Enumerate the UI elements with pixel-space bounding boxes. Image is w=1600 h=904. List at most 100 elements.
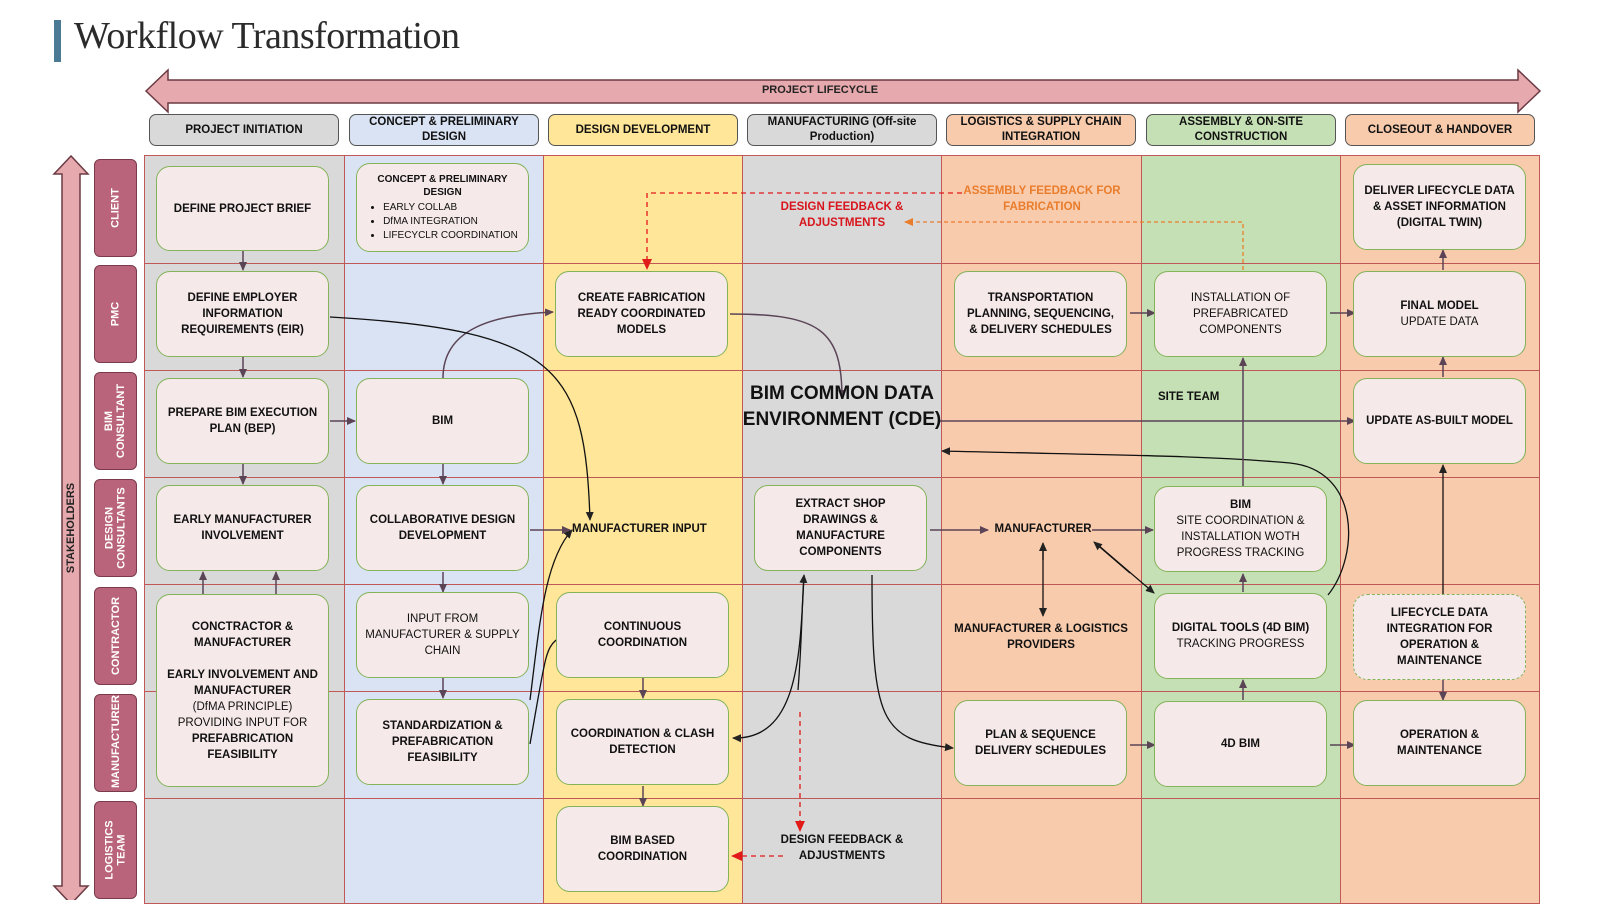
create-fabrication-models-box: CREATE FABRICATION READY COORDINATED MOD…: [555, 271, 728, 357]
connector: [329, 316, 594, 521]
final-model-box: FINAL MODEL UPDATE DATA: [1353, 271, 1526, 357]
digital-tools-box: DIGITAL TOOLS (4D BIM) TRACKING PROGRESS: [1154, 593, 1327, 679]
role-label: BIM CONSULTANT: [103, 383, 128, 459]
concept-box-item: EARLY COLLAB: [383, 201, 518, 215]
phase-manufacturing: MANUFACTURING (Off-site Production): [747, 114, 937, 146]
connector: [729, 313, 846, 399]
final-model-title: FINAL MODEL: [1400, 300, 1479, 312]
extract-shop-drawings-box: EXTRACT SHOP DRAWINGS & MANUFACTURE COMP…: [754, 485, 927, 571]
connector: [732, 575, 805, 743]
bim-site-coordination-box: BIM SITE COORDINATION & INSTALLATION WOT…: [1154, 486, 1327, 572]
concept-box-list: EARLY COLLAB DfMA INTEGRATION LIFECYCLR …: [367, 201, 518, 243]
stakeholders-label-wrap: STAKEHOLDERS: [59, 473, 83, 583]
assembly-feedback-connector: [904, 218, 1244, 270]
coordination-clash-detection-box: COORDINATION & CLASH DETECTION: [556, 699, 729, 785]
bim-site-title: BIM: [1229, 499, 1252, 511]
grid-line: [144, 477, 1540, 478]
phase-concept-design: CONCEPT & PRELIMINARY DESIGN: [349, 114, 539, 146]
manufacturer-label: MANUFACTURER: [994, 523, 1092, 535]
role-bim-consultant: BIM CONSULTANT: [94, 372, 137, 470]
title-accent-bar: [54, 20, 61, 62]
lifecycle-label: PROJECT LIFECYCLE: [761, 84, 879, 96]
concept-box-title: CONCEPT & PRELIMINARY DESIGN: [377, 173, 508, 198]
connector: [797, 574, 808, 691]
installation-prefabricated-box: INSTALLATION OF PREFABRICATED COMPONENTS: [1154, 271, 1327, 357]
role-label: PMC: [109, 301, 122, 327]
assembly-feedback-note: ASSEMBLY FEEDBACK FOR FABRICATION: [963, 185, 1121, 213]
contractor-manufacturer-box: CONCTRACTOR & MANUFACTURER EARLY INVOLVE…: [156, 594, 329, 787]
page-title: Workflow Transformation: [74, 15, 460, 57]
manufacturer-input-label: MANUFACTURER INPUT: [572, 523, 707, 535]
standardization-prefabrication-box: STANDARDIZATION & PREFABRICATION FEASIBI…: [356, 699, 529, 785]
phase-project-initiation: PROJECT INITIATION: [149, 114, 339, 146]
contractor-box-line: PREFABRICATION FEASIBILITY: [191, 732, 294, 761]
operation-maintenance-box: OPERATION & MAINTENANCE: [1353, 700, 1526, 786]
concept-box-item: LIFECYCLR COORDINATION: [383, 229, 518, 243]
digital-tools-title: DIGITAL TOOLS (4D BIM): [1171, 622, 1310, 634]
connector: [442, 308, 554, 379]
manufacturer-logistics-label: MANUFACTURER & LOGISTICS PROVIDERS: [954, 623, 1128, 651]
contractor-box-line: EARLY INVOLVEMENT AND MANUFACTURER: [167, 668, 318, 697]
early-manufacturer-involvement-box: EARLY MANUFACTURER INVOLVEMENT: [156, 485, 329, 571]
grid-line: [1340, 155, 1341, 904]
digital-tools-text: TRACKING PROGRESS: [1176, 638, 1305, 650]
grid-line: [144, 155, 1540, 156]
connector: [871, 574, 954, 752]
design-feedback-top-note: DESIGN FEEDBACK & ADJUSTMENTS: [780, 201, 904, 229]
contractor-box-title: CONCTRACTOR & MANUFACTURER: [191, 620, 294, 649]
input-from-manufacturer-box: INPUT FROM MANUFACTURER & SUPPLY CHAIN: [356, 592, 529, 678]
role-pmc: PMC: [94, 265, 137, 363]
grid-line: [144, 263, 1540, 264]
connector: [1093, 541, 1131, 574]
phase-closeout: CLOSEOUT & HANDOVER: [1345, 114, 1535, 146]
role-label: DESIGN CONSULTANTS: [103, 487, 128, 569]
transportation-planning-box: TRANSPORTATION PLANNING, SEQUENCING, & D…: [954, 271, 1127, 357]
continuous-coordination-box: CONTINUOUS COORDINATION: [556, 592, 729, 678]
stakeholders-label: STAKEHOLDERS: [65, 482, 77, 574]
site-team-label: SITE TEAM: [1158, 391, 1220, 403]
plan-sequence-delivery-box: PLAN & SEQUENCE DELIVERY SCHEDULES: [954, 700, 1127, 786]
phase-logistics: LOGISTICS & SUPPLY CHAIN INTEGRATION: [946, 114, 1136, 146]
lifecycle-arrow: [144, 68, 1542, 114]
contractor-box-line: PROVIDING INPUT FOR: [177, 716, 308, 729]
role-label: LOGISTICS TEAM: [103, 820, 128, 880]
final-model-text: UPDATE DATA: [1400, 316, 1479, 328]
bim-site-text: SITE COORDINATION & INSTALLATION WOTH PR…: [1176, 515, 1305, 559]
cde-label: BIM COMMON DATA ENVIRONMENT (CDE): [742, 383, 942, 430]
grid-line: [144, 370, 1540, 371]
role-client: CLIENT: [94, 159, 137, 257]
grid-line: [144, 798, 1540, 799]
role-label: CONTRACTOR: [109, 596, 122, 676]
role-logistics-team: LOGISTICS TEAM: [94, 801, 137, 899]
grid-line: [742, 155, 743, 904]
grid-line: [144, 691, 1540, 692]
connector: [941, 447, 1350, 596]
lifecycle-data-integration-box: LIFECYCLE DATA INTEGRATION FOR OPERATION…: [1353, 594, 1526, 680]
grid-line: [344, 155, 345, 904]
role-contractor: CONTRACTOR: [94, 587, 137, 685]
role-label: MANUFACTURER: [109, 695, 122, 788]
prepare-bep-box: PREPARE BIM EXECUTION PLAN (BEP): [156, 378, 329, 464]
phase-design-development: DESIGN DEVELOPMENT: [548, 114, 738, 146]
design-feedback-connector: [642, 192, 962, 270]
4d-bim-box: 4D BIM: [1154, 701, 1327, 787]
phase-assembly: ASSEMBLY & ON-SITE CONSTRUCTION: [1146, 114, 1336, 146]
role-design-consultants: DESIGN CONSULTANTS: [94, 479, 137, 577]
bim-based-coordination-box: BIM BASED COORDINATION: [556, 806, 729, 892]
grid-line: [144, 584, 1540, 585]
connector: [529, 529, 573, 701]
contractor-box-line: (DfMA PRINCIPLE): [192, 700, 293, 713]
grid-line: [144, 155, 145, 904]
role-label: CLIENT: [109, 188, 122, 228]
define-eir-box: DEFINE EMPLOYER INFORMATION REQUIREMENTS…: [156, 271, 329, 357]
connector: [529, 639, 557, 745]
stakeholders-arrow: [52, 154, 90, 900]
define-project-brief-box: DEFINE PROJECT BRIEF: [156, 166, 329, 251]
concept-preliminary-design-box: CONCEPT & PRELIMINARY DESIGN EARLY COLLA…: [356, 163, 529, 252]
grid-line: [1539, 155, 1540, 904]
concept-box-item: DfMA INTEGRATION: [383, 215, 518, 229]
design-feedback-bottom-note: DESIGN FEEDBACK & ADJUSTMENTS: [780, 834, 904, 862]
update-as-built-box: UPDATE AS-BUILT MODEL: [1353, 378, 1526, 464]
bim-box: BIM: [356, 378, 529, 464]
